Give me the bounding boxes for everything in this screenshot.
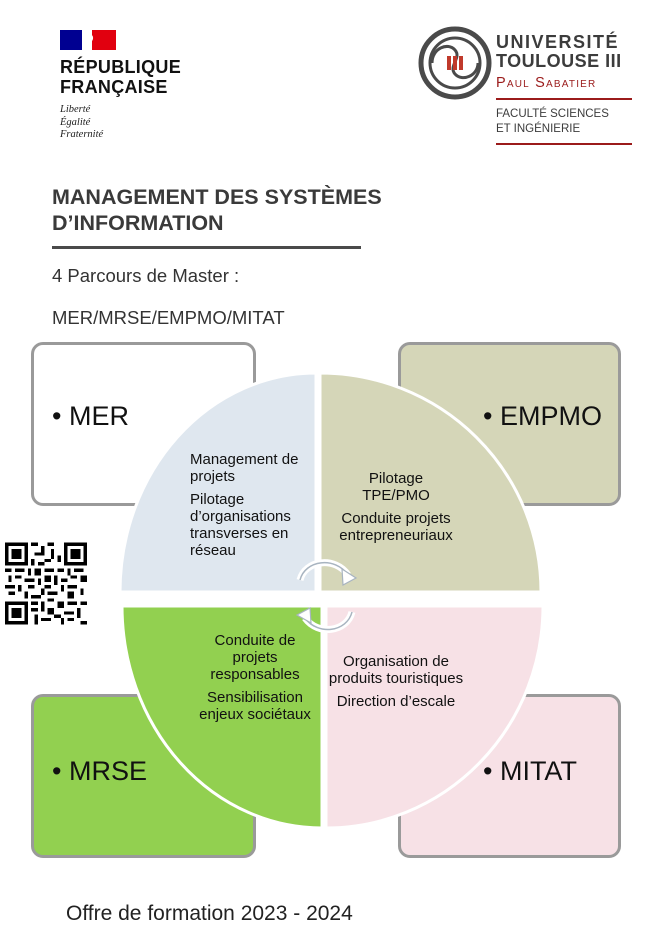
subtitle-parcours-count: 4 Parcours de Master :: [52, 265, 240, 286]
republique-motto: Liberté Égalité Fraternité: [60, 104, 104, 140]
quadrant-bottom-right: [324, 604, 545, 830]
parcours-label-mitat: • MITAT: [483, 756, 577, 786]
quadrant-top-right: [318, 371, 543, 594]
quadrant-text-bottom-right: Organisation de produits touristiques Di…: [328, 653, 464, 710]
quadrant-bottom-left: [120, 604, 324, 830]
universite-name: UNIVERSITÉ: [496, 32, 620, 52]
universite-toulouse-logo: UNIVERSITÉ TOULOUSE III Paul Sabatier FA…: [418, 26, 633, 148]
quadrant-top-left: [118, 371, 318, 594]
logo-rule: [496, 143, 632, 145]
parcours-label-mer: • MER: [52, 401, 129, 431]
quadrant-text-top-right: Pilotage TPE/PMO Conduite projets entrep…: [339, 470, 453, 544]
qr-code-icon: [5, 542, 87, 625]
quadrant-text-top-left: Management de projets Pilotage d’organis…: [190, 451, 299, 559]
universite-emblem-icon: [418, 26, 492, 100]
footer-offre-formation: Offre de formation 2023 - 2024: [66, 902, 353, 925]
parcours-label-empmo: • EMPMO: [483, 401, 602, 431]
page-title: MANAGEMENT DES SYSTÈMES D’INFORMATION: [52, 185, 382, 235]
title-underline: [52, 246, 361, 249]
faculty-name: FACULTÉ SCIENCES ET INGÉNIERIE: [496, 108, 609, 135]
republique-title: RÉPUBLIQUE FRANÇAISE: [60, 57, 182, 97]
universite-city: TOULOUSE III: [496, 51, 622, 71]
french-flag-icon: [60, 30, 116, 50]
logo-rule: [496, 98, 632, 100]
universite-subname: Paul Sabatier: [496, 75, 597, 91]
quadrant-text-bottom-left: Conduite de projets responsables Sensibi…: [199, 632, 311, 723]
parcours-label-mrse: • MRSE: [52, 756, 147, 786]
subtitle-parcours-list: MER/MRSE/EMPMO/MITAT: [52, 307, 285, 328]
